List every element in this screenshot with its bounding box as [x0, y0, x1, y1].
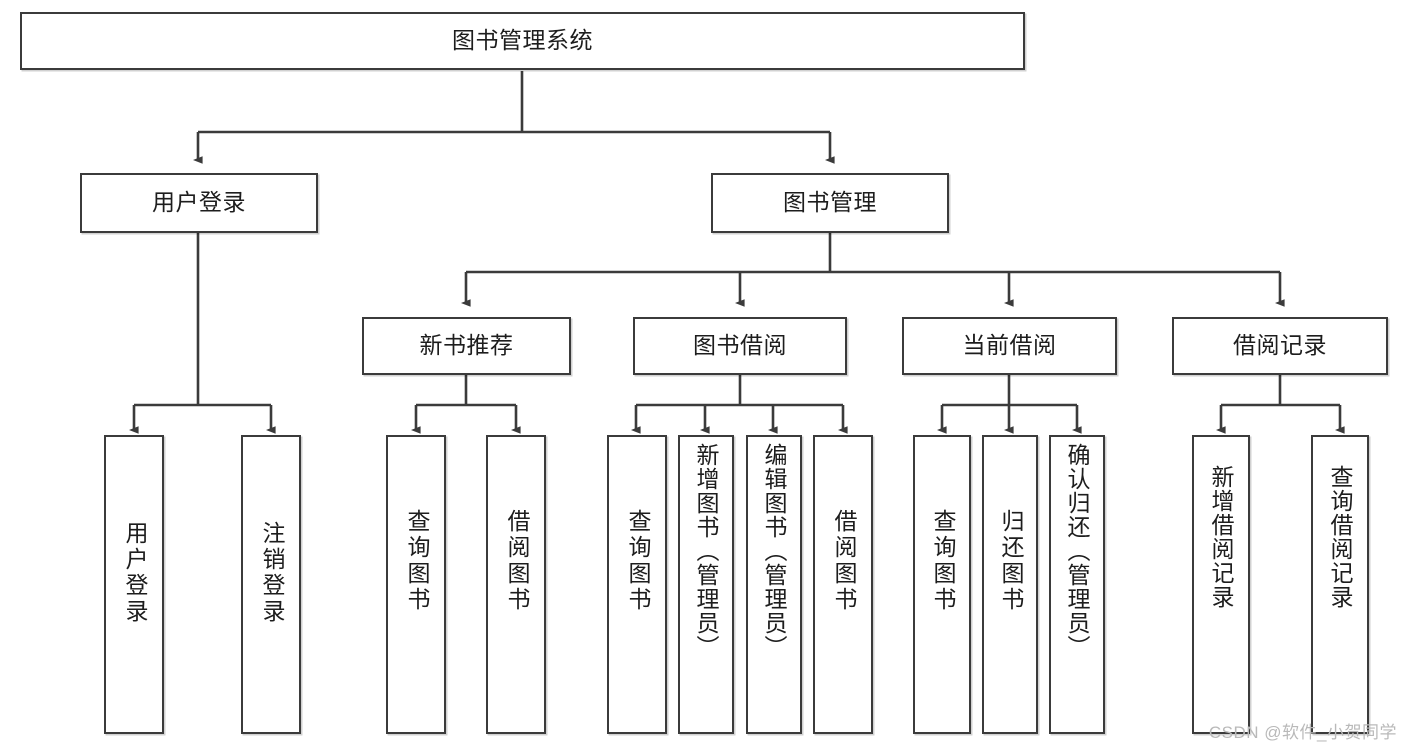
leaf-add-book-label: 新增图书（管理员）: [693, 443, 720, 659]
leaf-query-book-c[interactable]: 查询图书: [913, 435, 971, 734]
node-current-borrow[interactable]: 当前借阅: [902, 317, 1117, 375]
leaf-query-book-a[interactable]: 查询图书: [386, 435, 446, 734]
leaf-add-record-label: 新增借阅记录: [1208, 465, 1235, 609]
leaf-edit-book-label: 编辑图书（管理员）: [761, 443, 788, 659]
node-user-login[interactable]: 用户登录: [80, 173, 318, 233]
watermark-text: CSDN @软件_小贺同学: [1208, 723, 1397, 742]
leaf-add-book[interactable]: 新增图书（管理员）: [678, 435, 734, 734]
node-borrow-record-label: 借阅记录: [1233, 332, 1327, 359]
node-new-book-recommend[interactable]: 新书推荐: [362, 317, 571, 375]
node-user-login-label: 用户登录: [152, 189, 246, 216]
leaf-borrow-book-b[interactable]: 借阅图书: [813, 435, 873, 734]
leaf-borrow-book-a-label: 借阅图书: [503, 509, 530, 613]
node-new-book-recommend-label: 新书推荐: [419, 332, 514, 359]
leaf-user-logout-label: 注销登录: [258, 521, 285, 625]
leaf-query-book-b[interactable]: 查询图书: [607, 435, 667, 734]
leaf-confirm-return[interactable]: 确认归还（管理员）: [1049, 435, 1105, 734]
leaf-user-login-label: 用户登录: [121, 521, 148, 625]
node-borrow-record[interactable]: 借阅记录: [1172, 317, 1388, 375]
node-root[interactable]: 图书管理系统: [20, 12, 1025, 70]
leaf-add-record[interactable]: 新增借阅记录: [1192, 435, 1250, 734]
leaf-confirm-return-label: 确认归还（管理员）: [1064, 443, 1091, 659]
leaf-query-book-a-label: 查询图书: [403, 509, 430, 613]
leaf-query-record[interactable]: 查询借阅记录: [1311, 435, 1369, 734]
leaf-borrow-book-b-label: 借阅图书: [830, 509, 857, 613]
node-book-manage[interactable]: 图书管理: [711, 173, 949, 233]
leaf-return-book[interactable]: 归还图书: [982, 435, 1038, 734]
node-book-borrow[interactable]: 图书借阅: [633, 317, 847, 375]
leaf-return-book-label: 归还图书: [997, 509, 1024, 613]
leaf-query-book-b-label: 查询图书: [624, 509, 651, 613]
leaf-user-login[interactable]: 用户登录: [104, 435, 164, 734]
leaf-user-logout[interactable]: 注销登录: [241, 435, 301, 734]
node-book-borrow-label: 图书借阅: [693, 332, 787, 359]
node-book-manage-label: 图书管理: [783, 189, 877, 216]
leaf-query-record-label: 查询借阅记录: [1327, 465, 1354, 609]
node-current-borrow-label: 当前借阅: [962, 332, 1057, 359]
leaf-edit-book[interactable]: 编辑图书（管理员）: [746, 435, 802, 734]
leaf-borrow-book-a[interactable]: 借阅图书: [486, 435, 546, 734]
node-root-label: 图书管理系统: [452, 27, 593, 54]
leaf-query-book-c-label: 查询图书: [929, 509, 956, 613]
